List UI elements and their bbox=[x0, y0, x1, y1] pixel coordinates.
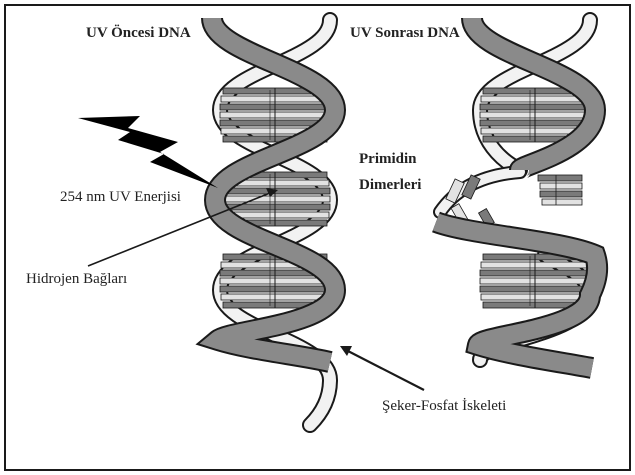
lightning-bolt-icon bbox=[78, 116, 218, 188]
hydrogen-bonds-label: Hidrojen Bağları bbox=[26, 271, 127, 287]
uv-energy-label: 254 nm UV Enerjisi bbox=[60, 189, 181, 205]
unpaired-bases bbox=[538, 175, 582, 205]
base-pairs-bottom bbox=[480, 254, 590, 308]
dna-after bbox=[436, 18, 597, 368]
dna-before bbox=[212, 18, 335, 425]
arrow-icon bbox=[340, 346, 424, 390]
title-before-uv: UV Öncesi DNA bbox=[86, 24, 191, 41]
sugar-phosphate-backbone-label: Şeker-Fosfat İskeleti bbox=[382, 398, 506, 414]
pyrimidine-dimers-label-line2: Dimerleri bbox=[359, 177, 421, 193]
pyrimidine-dimers-label-line1: Primidin bbox=[359, 151, 417, 167]
title-after-uv: UV Sonrası DNA bbox=[350, 25, 460, 41]
